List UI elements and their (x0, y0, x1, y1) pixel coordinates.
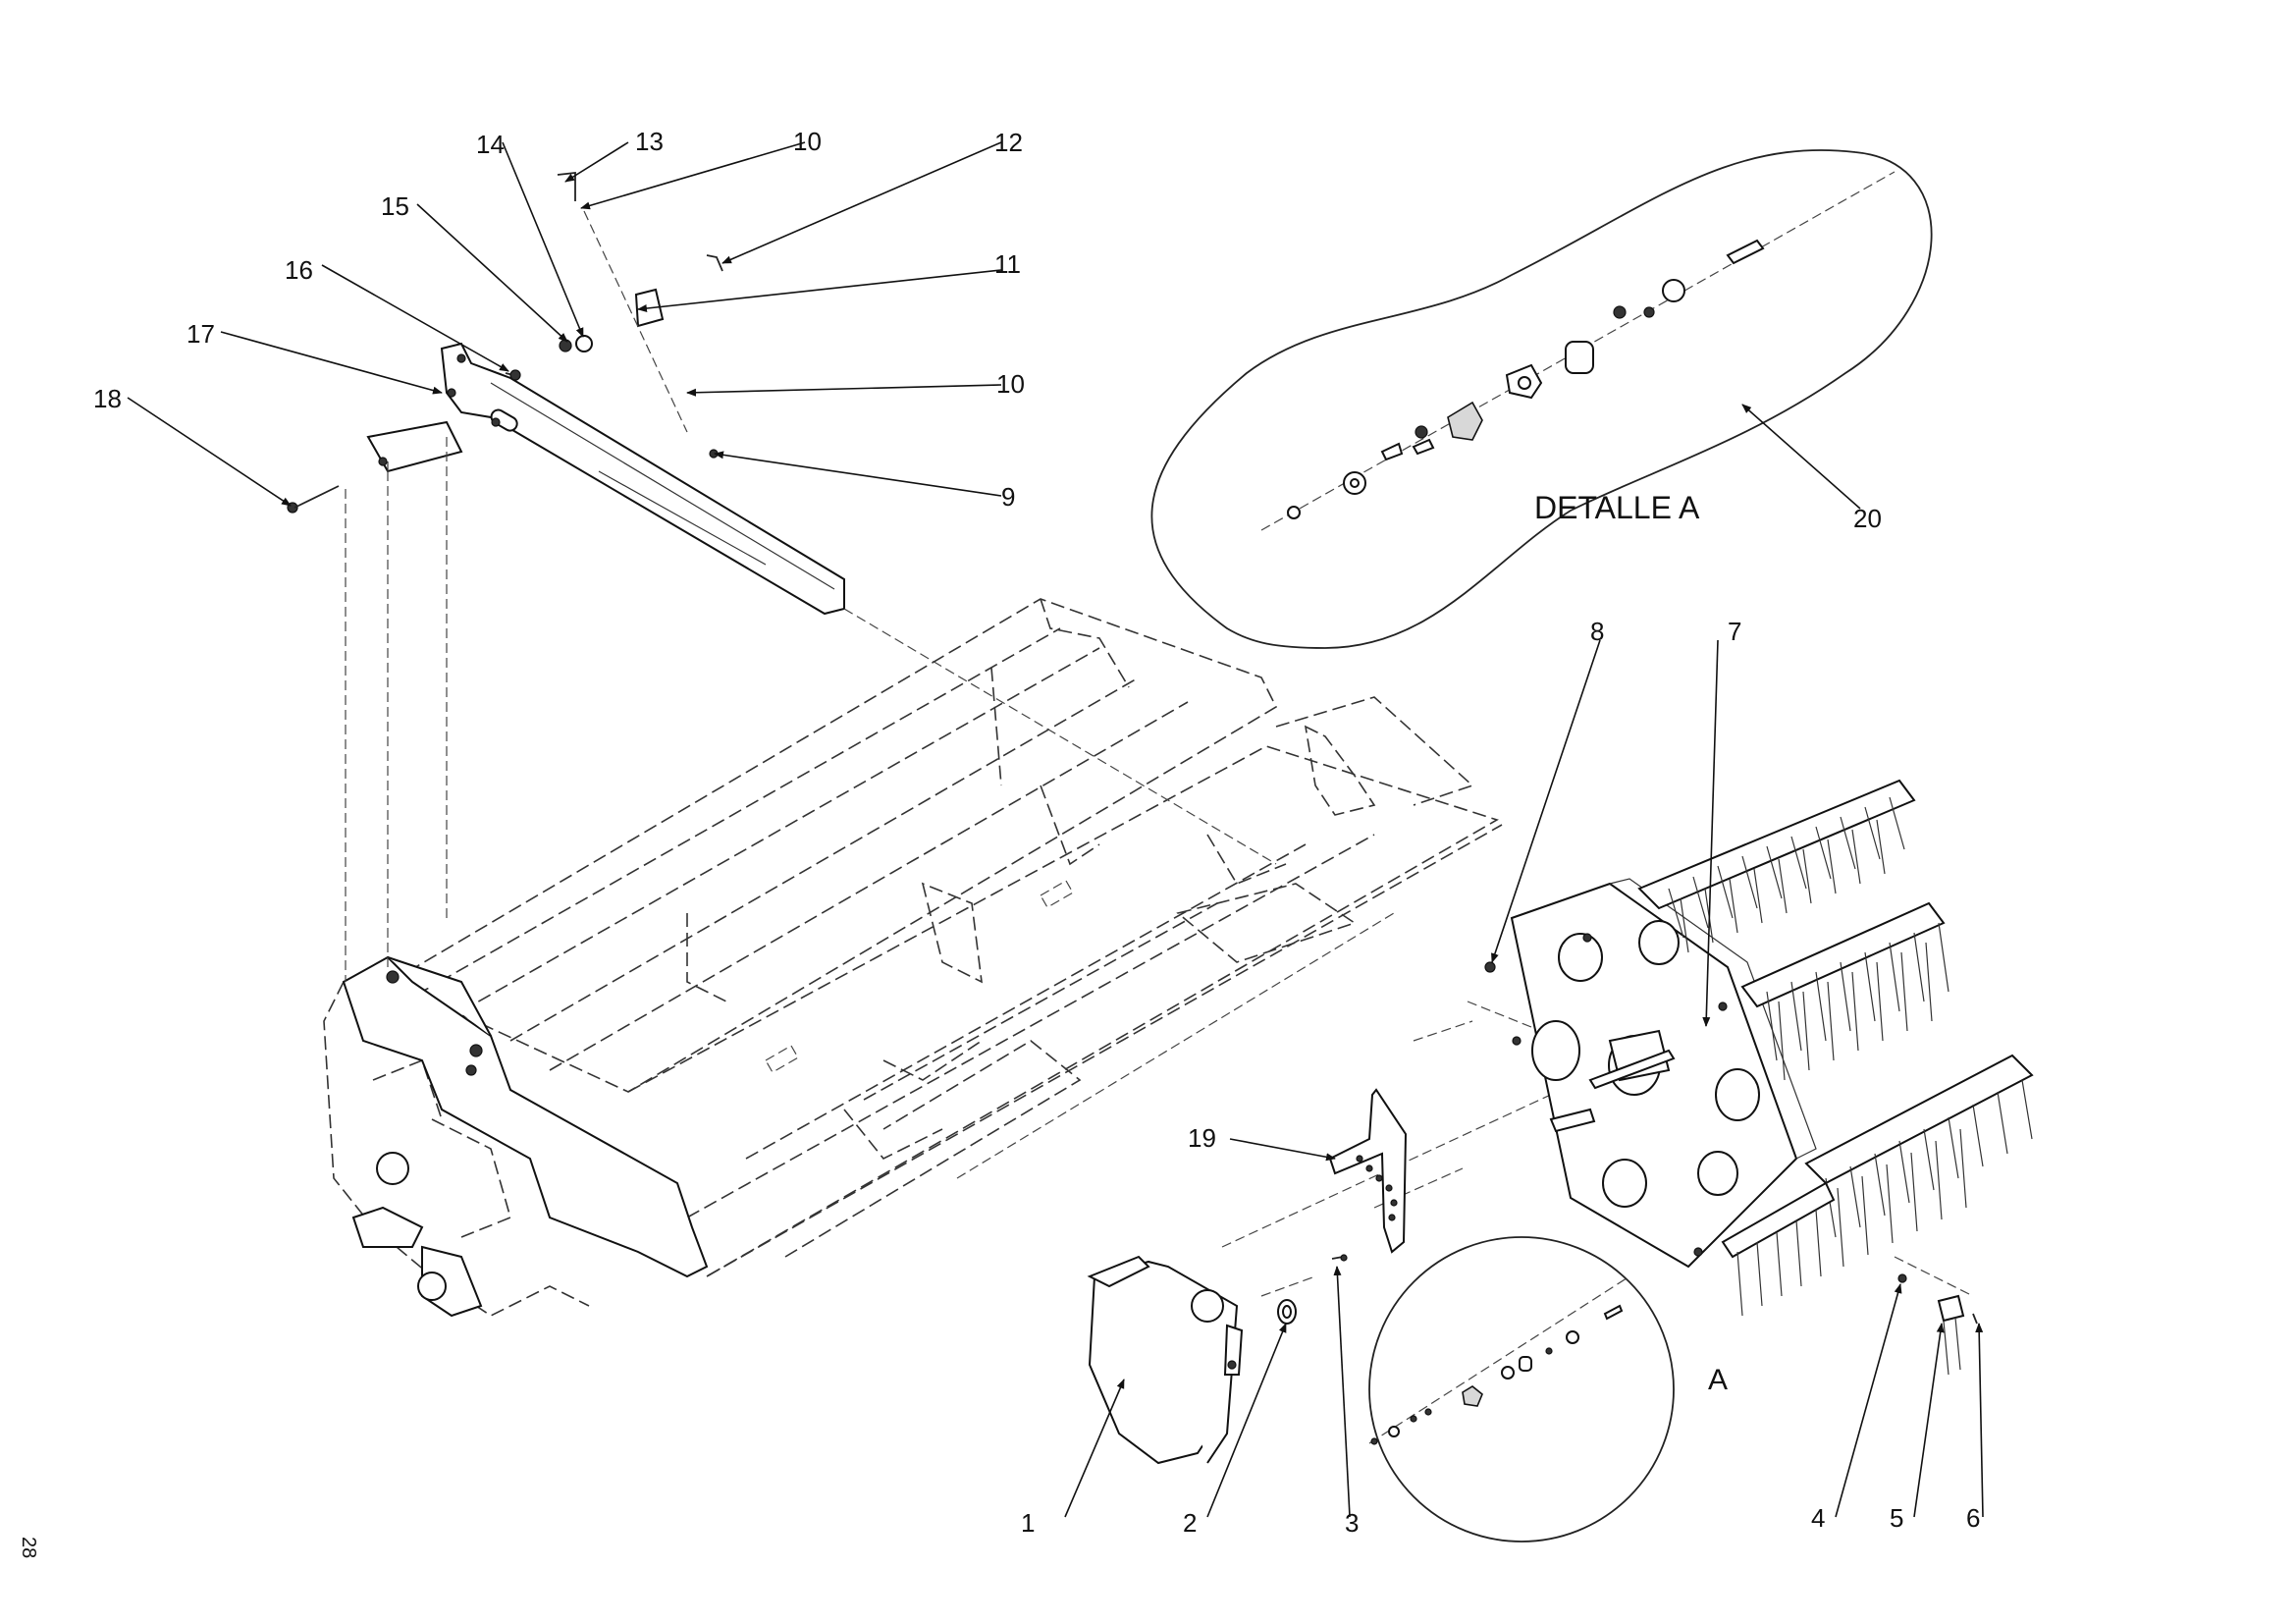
callout-20: 20 (1853, 504, 1882, 533)
gearbox (1087, 1255, 1244, 1465)
callout-7: 7 (1728, 617, 1741, 646)
callout-9: 9 (1001, 482, 1015, 512)
callout-labels: 1 2 3 4 5 6 7 8 9 10 11 12 10 13 14 15 1… (93, 127, 1980, 1538)
callout-15: 15 (381, 191, 409, 221)
callout-14: 14 (476, 130, 505, 159)
tine-hardware (1897, 1273, 1978, 1376)
tine-bar-bottom (1804, 1054, 2034, 1268)
support-arm (366, 342, 845, 616)
callout-13: 13 (635, 127, 664, 156)
callout-5: 5 (1890, 1503, 1903, 1533)
callout-18: 18 (93, 384, 122, 413)
callout-16: 16 (285, 255, 313, 285)
reel-drum (1510, 878, 1817, 1269)
callout-10-upper: 10 (793, 127, 822, 156)
bolt-8 (1484, 961, 1496, 973)
callout-8: 8 (1590, 617, 1604, 646)
detail-a-title: DETALLE A (1534, 490, 1700, 525)
callout-17: 17 (187, 319, 215, 349)
top-hardware (287, 171, 723, 514)
page-number: 28 (18, 1537, 39, 1559)
callout-11: 11 (994, 249, 1021, 279)
tine-bar-middle (1740, 901, 1949, 1081)
callout-6: 6 (1966, 1503, 1980, 1533)
callout-1: 1 (1021, 1508, 1035, 1538)
header-frame (323, 598, 1503, 1317)
callout-4: 4 (1811, 1503, 1825, 1533)
callout-2: 2 (1183, 1508, 1197, 1538)
callout-19: 19 (1188, 1123, 1216, 1153)
tine-bar-left (1721, 1181, 1836, 1317)
left-frame-end-plate (342, 955, 709, 1318)
detail-a-letter: A (1708, 1364, 1728, 1396)
leader-lines (127, 141, 1984, 1518)
cam-plate (1328, 1088, 1408, 1254)
detail-a-callout: DETALLE A (1150, 149, 1933, 649)
tine-bar-top (1637, 779, 1916, 953)
callout-12: 12 (994, 128, 1023, 157)
detail-a-circle: A (1368, 1236, 1728, 1543)
callout-10-lower: 10 (996, 369, 1025, 399)
callout-3: 3 (1345, 1508, 1359, 1538)
